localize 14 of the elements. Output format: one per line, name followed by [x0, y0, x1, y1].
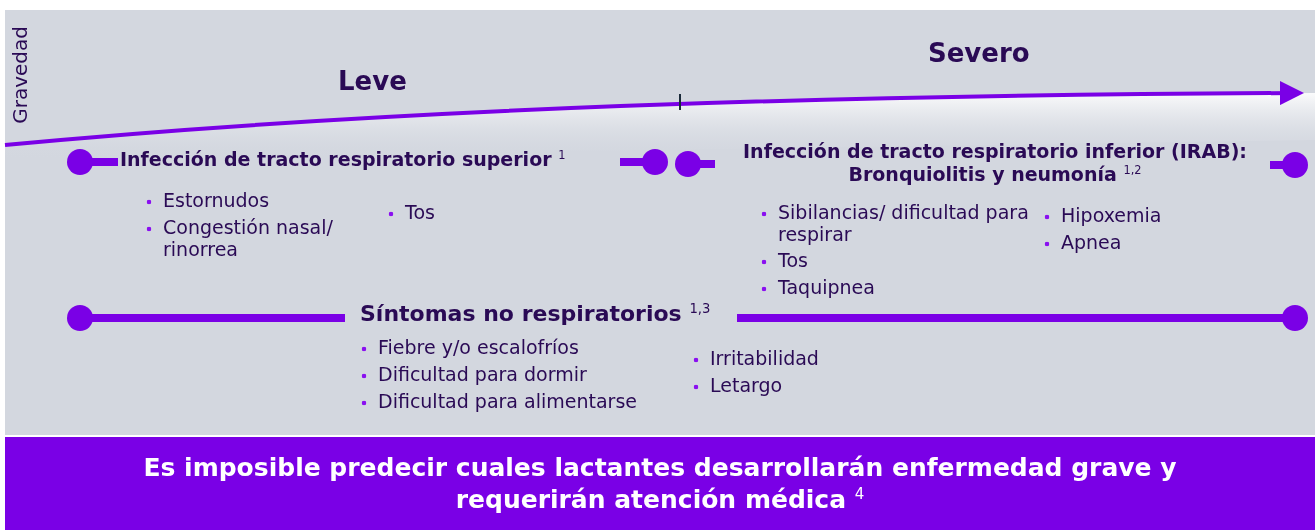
severity-label: Severo — [928, 38, 1030, 70]
bullet-item: Fiebre y/o escalofríos — [360, 337, 579, 359]
category-heading: Infección de tracto respiratorio inferior (IRAB): Bronquiolitis y neumonía $^{1,2}$ — [742, 140, 1248, 186]
bullet-item: Taquipnea — [760, 277, 875, 299]
bullet-item: Dificultad para alimentarse — [360, 391, 637, 413]
category-heading: Síntomas no respiratorios $^{1,3}$ — [360, 301, 711, 328]
axis-label: Gravedad — [8, 26, 32, 124]
message-banner: Es imposible predecir cuales lactantes desarrollarán enfermedad grave y requerirán atención médica $^{4}$ — [5, 437, 1315, 530]
severity-label: Leve — [338, 66, 407, 98]
bullet-item: Hipoxemia — [1043, 205, 1162, 227]
bullet-item: Letargo — [692, 375, 783, 397]
bullet-item: Apnea — [1043, 232, 1122, 254]
category-heading: Infección de tracto respiratorio superior $^{1}$ — [120, 148, 566, 171]
bullet-item: Dificultad para dormir — [360, 364, 587, 386]
